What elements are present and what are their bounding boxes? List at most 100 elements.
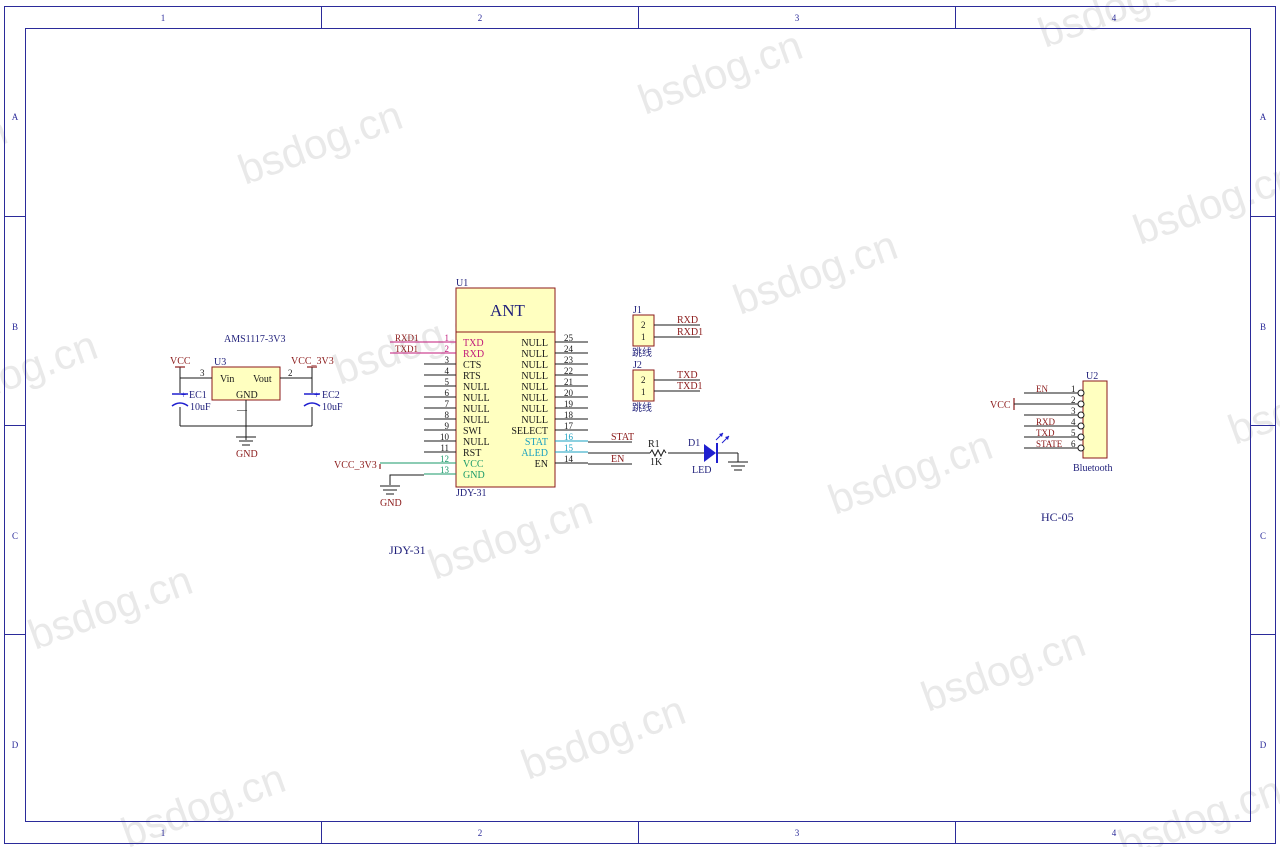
- u1-pin-name: NULL: [463, 404, 490, 415]
- gnd-label: GND: [236, 449, 258, 460]
- ec2-value: 10uF: [322, 402, 343, 413]
- u1-pin-number: 25: [564, 333, 574, 343]
- column-label: 2: [478, 13, 483, 23]
- led-circuit: STAT EN R1 1K D1 LED: [588, 432, 748, 476]
- u2-pin-circle: [1077, 400, 1085, 408]
- j2-pin: 1: [641, 387, 646, 397]
- u2-pin-circle: [1077, 444, 1085, 452]
- u1-pin-name: NULL: [463, 415, 490, 426]
- j2-body[interactable]: [632, 369, 655, 402]
- u2-pin-number: 3: [1071, 406, 1076, 416]
- row-label: A: [1260, 112, 1267, 122]
- jumper-j2: J2 2 1 TXD TXD1 跳线: [632, 360, 703, 414]
- regulator-gnd-mark: —: [236, 405, 248, 416]
- j2-net: TXD1: [677, 381, 703, 392]
- column-label: 3: [795, 828, 800, 838]
- u1-net-label: RXD1: [395, 333, 419, 343]
- j2-pin: 2: [641, 375, 646, 385]
- watermark: bsdog.cn: [1222, 351, 1280, 453]
- u1-pin-number: 19: [564, 399, 574, 409]
- u1-pin-name: CTS: [463, 360, 481, 371]
- watermark: bsdog.cn: [0, 321, 103, 423]
- u1-pin-name: VCC: [463, 459, 484, 470]
- u1-pin-name: NULL: [521, 404, 548, 415]
- u1-pin-name: RXD: [463, 349, 484, 360]
- column-label: 1: [161, 828, 166, 838]
- u1-pin-number: 15: [564, 443, 574, 453]
- u1-pin-name: ALED: [521, 448, 548, 459]
- u2-net-label: TXD: [1036, 428, 1055, 438]
- watermark: bsdog.cn: [232, 91, 408, 193]
- u2-pin-number: 5: [1071, 428, 1076, 438]
- u1-pin-number: 2: [445, 344, 450, 354]
- row-label: B: [12, 322, 18, 332]
- vcc-label: VCC: [170, 356, 191, 367]
- column-label: 4: [1112, 828, 1117, 838]
- u1-pin-name: NULL: [463, 393, 490, 404]
- column-label: 1: [161, 13, 166, 23]
- watermark: bsdog.cn: [915, 618, 1091, 720]
- watermark: bsdog.cn: [1112, 766, 1280, 847]
- u2-vcc-label: VCC: [990, 400, 1011, 411]
- row-label: D: [12, 740, 19, 750]
- regulator-ref: U3: [214, 357, 226, 368]
- led-d1[interactable]: [704, 432, 730, 463]
- u1-body[interactable]: [455, 287, 556, 488]
- u1-pin-name: SWI: [463, 426, 481, 437]
- column-label: 3: [795, 13, 800, 23]
- u2-body[interactable]: [1082, 380, 1108, 459]
- u1-pin-name: STAT: [525, 437, 548, 448]
- r1-ref: R1: [648, 439, 660, 450]
- stat-net-label: STAT: [611, 432, 634, 443]
- u1-pin-name: NULL: [463, 437, 490, 448]
- watermark: bsdog.cn: [822, 421, 998, 523]
- u1-pin-number: 5: [445, 377, 450, 387]
- u1-pin-name: NULL: [521, 338, 548, 349]
- row-label: A: [12, 112, 19, 122]
- u1-pin-number: 20: [564, 388, 574, 398]
- u1-pin-number: 12: [440, 454, 449, 464]
- j2-net: TXD: [677, 370, 698, 381]
- watermark: bsdog.cn: [727, 221, 903, 323]
- u1-title: ANT: [490, 301, 526, 320]
- u1-pin-name: GND: [463, 470, 485, 481]
- u1-pin-number: 18: [564, 410, 574, 420]
- j2-label: 跳线: [632, 401, 652, 414]
- j1-pin: 1: [641, 332, 646, 342]
- u1-pin-number: 8: [445, 410, 450, 420]
- jdy31-caption: JDY-31: [389, 543, 426, 557]
- ground-symbol-regulator: [236, 436, 256, 446]
- u1-pin-number: 22: [564, 366, 573, 376]
- u1-pin-name: TXD: [463, 338, 484, 349]
- j1-body[interactable]: [632, 314, 655, 347]
- ec1-ref: EC1: [189, 390, 207, 401]
- u1-pin-number: 1: [445, 333, 450, 343]
- regulator-pin-vin: Vin: [220, 374, 234, 385]
- u1-pin-number: 3: [445, 355, 450, 365]
- u1-vcc-net: VCC_3V3: [334, 460, 377, 471]
- u1-pin-name: NULL: [521, 349, 548, 360]
- capacitor-ec2[interactable]: + EC2 10uF: [303, 390, 343, 413]
- ec1-value: 10uF: [190, 402, 211, 413]
- u2-net-label: EN: [1036, 384, 1048, 394]
- watermark: bsdog.cn: [632, 21, 808, 123]
- d1-value: LED: [692, 465, 711, 476]
- hc05-caption: HC-05: [1041, 510, 1074, 524]
- u2-pin-number: 4: [1071, 417, 1076, 427]
- u1-pin-number: 21: [564, 377, 573, 387]
- u2-pin-number: 1: [1071, 384, 1076, 394]
- capacitor-ec1[interactable]: + EC1 10uF: [171, 390, 211, 413]
- j1-net: RXD: [677, 315, 698, 326]
- u1-pin-name: NULL: [463, 382, 490, 393]
- regulator-body[interactable]: [211, 366, 281, 401]
- u2-net-label: STATE: [1036, 439, 1063, 449]
- vcc3v3-label: VCC_3V3: [291, 356, 334, 367]
- regulator-pin-in-num: 3: [200, 368, 205, 378]
- column-label: 2: [478, 828, 483, 838]
- drawing-frame: [4, 6, 1276, 844]
- resistor-r1[interactable]: [649, 448, 667, 458]
- u1-pin-name: NULL: [521, 360, 548, 371]
- u1-pin-name: NULL: [521, 415, 548, 426]
- u2-pin-circle: [1077, 422, 1085, 430]
